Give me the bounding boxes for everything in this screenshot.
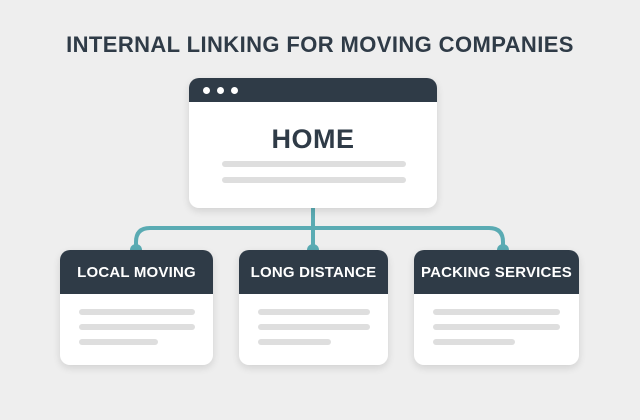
text-placeholder-line (258, 324, 370, 330)
browser-bar (189, 78, 437, 102)
home-page-title: HOME (271, 124, 355, 154)
long-distance-title: LONG DISTANCE (239, 250, 388, 294)
text-placeholder-line (222, 161, 406, 167)
text-placeholder-line (258, 309, 370, 315)
text-placeholder-line (433, 309, 560, 315)
text-placeholder-line (258, 339, 331, 345)
text-placeholder-line (79, 339, 158, 345)
local-moving-title: LOCAL MOVING (60, 250, 213, 294)
text-placeholder-line (79, 309, 195, 315)
packing-services-card: PACKING SERVICES (414, 250, 579, 365)
diagram-title: INTERNAL LINKING FOR MOVING COMPANIES (66, 32, 574, 57)
connector-branch-right (313, 226, 505, 250)
connector-branch-left (134, 226, 313, 250)
text-placeholder-line (79, 324, 195, 330)
text-placeholder-line (222, 177, 406, 183)
packing-services-title: PACKING SERVICES (414, 250, 579, 294)
window-dot-icon (217, 86, 224, 94)
text-placeholder-line (433, 324, 560, 330)
text-placeholder-line (433, 339, 515, 345)
long-distance-card: LONG DISTANCE (239, 250, 388, 365)
local-moving-card: LOCAL MOVING (60, 250, 213, 365)
window-dot-icon (203, 86, 210, 94)
home-page-card: HOME (189, 78, 437, 208)
window-dot-icon (231, 86, 238, 94)
